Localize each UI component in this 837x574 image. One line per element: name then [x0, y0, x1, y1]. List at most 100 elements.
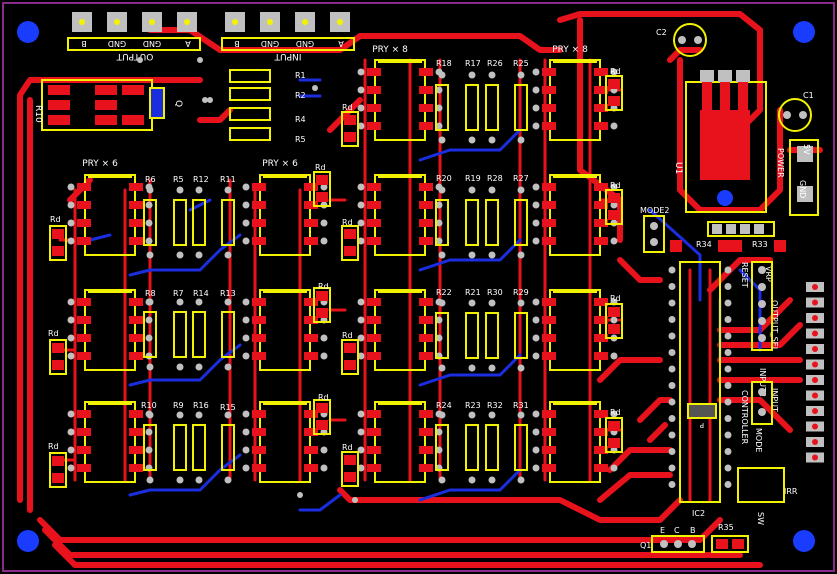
ic-pin [724, 349, 732, 356]
rd-footprint [49, 339, 67, 375]
vrp-label: VRP [764, 266, 773, 282]
ic-pin [724, 415, 732, 422]
relay-footprint [532, 59, 618, 141]
relay-footprint [357, 401, 443, 483]
resistor-footprint [514, 411, 528, 484]
svg-text:Rd: Rd [315, 163, 326, 172]
resistor-footprint [465, 411, 479, 484]
svg-text:Rd: Rd [342, 218, 353, 227]
q-label: Q [173, 100, 183, 107]
resistor-footprint [221, 298, 235, 371]
svg-text:R5: R5 [173, 175, 184, 184]
rd-footprint [605, 75, 623, 111]
mount-hole-icon [793, 21, 815, 43]
ic-pin [668, 299, 676, 307]
svg-text:Rd: Rd [610, 294, 621, 303]
output-driver-area: R10 Q [33, 79, 183, 131]
header-pin [758, 388, 766, 396]
power-title: POWER [776, 148, 785, 178]
svg-text:R6: R6 [145, 175, 156, 184]
output-connector-title: OUTPUT [116, 51, 153, 61]
input-pin-gnd2: GND [296, 39, 314, 48]
relay-footprint [67, 401, 153, 483]
header-pin [758, 266, 766, 274]
svg-text:R12: R12 [193, 175, 209, 184]
ic-pin [668, 283, 676, 290]
ic-pin [668, 382, 676, 389]
output-connector: B GND GND A OUTPUT [67, 12, 201, 61]
controller-ic: IC2 P CONTROLLER [668, 261, 749, 518]
r35-label: R35 [718, 523, 734, 532]
resistor-label: R4 [295, 115, 306, 124]
rd-footprint [341, 225, 359, 261]
rd-footprint [605, 417, 623, 453]
ic-pin [724, 431, 732, 439]
svg-text:R24: R24 [436, 401, 452, 410]
resistor-label: R1 [295, 71, 306, 80]
svg-text:Rd: Rd [342, 103, 353, 112]
ic-pin [724, 398, 732, 406]
via-icon [202, 97, 208, 103]
resistor-footprint [143, 186, 157, 259]
svg-text:R11: R11 [220, 175, 236, 184]
header-pin [758, 334, 766, 342]
svg-text:R8: R8 [145, 289, 156, 298]
input-pin-gnd1: GND [261, 39, 279, 48]
svg-text:Rd: Rd [342, 331, 353, 340]
resistor-footprint [192, 411, 206, 484]
r33-label: R33 [752, 240, 768, 249]
resistor-footprint [485, 186, 499, 259]
ic-pin [724, 481, 732, 488]
rd-footprint [341, 339, 359, 375]
svg-text:R26: R26 [487, 59, 503, 68]
svg-text:R31: R31 [513, 401, 529, 410]
resistor-footprint [192, 186, 206, 259]
svg-text:R14: R14 [193, 289, 209, 298]
rd-footprint [49, 452, 67, 488]
input-connector-title: INPUT [274, 51, 301, 61]
e-label: E [660, 526, 665, 535]
ic-pin [724, 283, 732, 290]
relay-group-title-center: PRY × 8 [372, 45, 408, 55]
ic-pin [724, 332, 732, 340]
relay-group-title-mid: PRY × 6 [262, 159, 298, 169]
components-layer [49, 57, 623, 503]
relay-footprint [532, 401, 618, 483]
resistor-footprint [485, 71, 499, 144]
svg-text:Rd: Rd [318, 393, 329, 402]
c-label: C [674, 526, 680, 535]
reset-label: RESET [740, 262, 749, 288]
svg-text:Rd: Rd [610, 408, 621, 417]
ic-pin [668, 481, 676, 488]
svg-text:R10: R10 [141, 401, 157, 410]
ic-pin [668, 349, 676, 356]
relay-footprint [242, 174, 328, 256]
rd-labels: Rd Rd Rd Rd Rd Rd Rd Rd Rd Rd Rd Rd Rd R… [48, 67, 621, 452]
output-pin-gnd2: GND [143, 39, 161, 48]
relay-footprint [357, 174, 443, 256]
input-label: INPUT [770, 388, 779, 412]
input-pin-a: A [338, 39, 344, 48]
resistor-footprint [173, 411, 187, 484]
svg-text:R28: R28 [487, 174, 503, 183]
svg-text:Rd: Rd [610, 67, 621, 76]
resistor-footprint [435, 71, 449, 144]
resistor-footprint [514, 71, 528, 144]
ic-pin [668, 398, 676, 406]
r10-label: R10 [33, 105, 43, 123]
relay-footprint [532, 174, 618, 256]
resistor-footprint [485, 411, 499, 484]
via-icon [312, 85, 318, 91]
ic-pin [668, 448, 676, 455]
regulator-pad [700, 110, 750, 180]
svg-text:R18: R18 [436, 59, 452, 68]
ic-pin [668, 365, 676, 373]
svg-text:R16: R16 [193, 401, 209, 410]
svg-text:R20: R20 [436, 174, 452, 183]
power-pin-gnd: GND [798, 180, 807, 198]
svg-text:Rd: Rd [342, 443, 353, 452]
svg-text:Rd: Rd [48, 442, 59, 451]
input-pin-b: B [234, 39, 240, 48]
